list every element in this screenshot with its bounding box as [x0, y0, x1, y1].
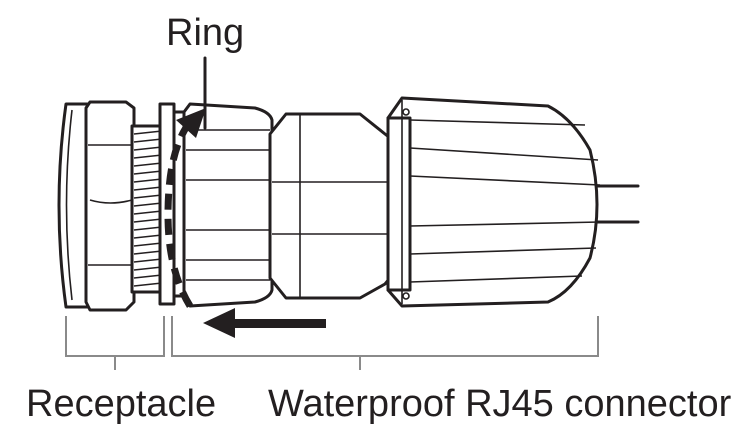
left-arrow-icon — [203, 308, 326, 338]
dashed-curved-arrow-icon — [164, 108, 206, 308]
receptacle-bracket — [65, 316, 165, 370]
connector-label: Waterproof RJ45 connector — [268, 383, 732, 425]
ring-label: Ring — [166, 12, 244, 54]
connector-rear-nut — [386, 96, 601, 308]
connector-mid-body — [268, 112, 392, 300]
cable-wires — [593, 184, 640, 224]
coupling-sleeve — [182, 102, 274, 308]
receptacle-nut — [84, 100, 136, 312]
receptacle-label: Receptacle — [26, 383, 216, 425]
connector-bracket — [171, 316, 599, 370]
